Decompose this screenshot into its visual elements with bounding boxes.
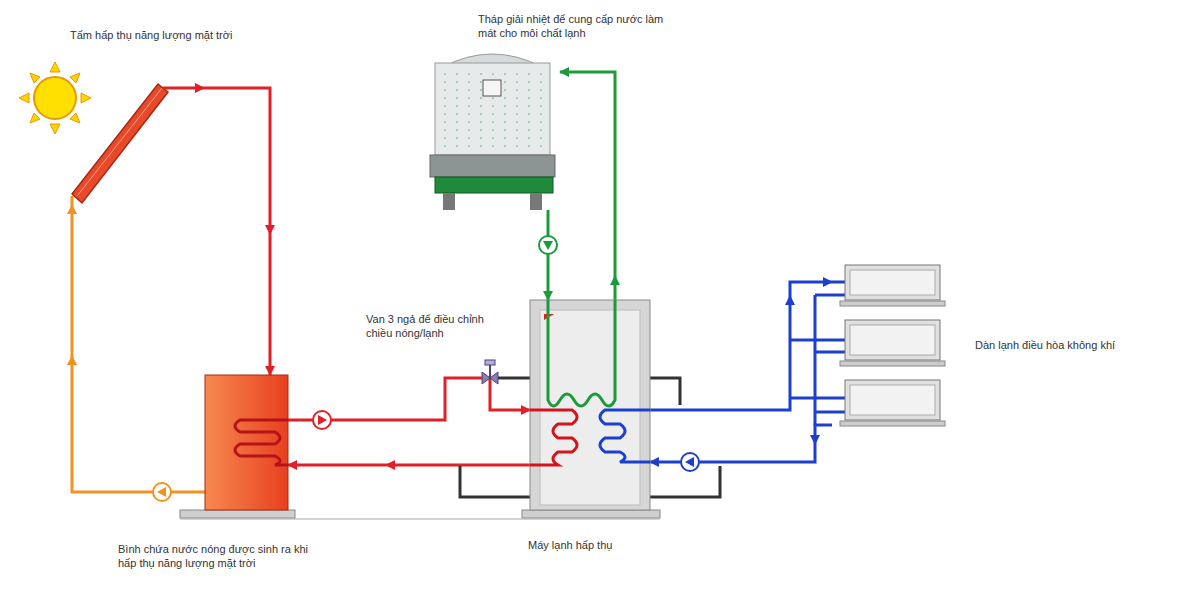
pump-symbol — [157, 487, 166, 497]
pump-symbol — [681, 453, 699, 471]
sun-icon — [19, 62, 91, 134]
return-branch — [815, 295, 845, 425]
pump-symbol — [685, 457, 694, 467]
fan-coil-grille — [850, 270, 935, 295]
heating-coil — [235, 420, 288, 465]
pump-symbol — [153, 483, 171, 501]
pump-symbol — [313, 411, 331, 429]
flow-arrow — [195, 83, 205, 93]
hot-water-tank: Bình chứa nước nóng được sinh ra khi hấp… — [205, 375, 288, 510]
pump-symbol — [539, 236, 557, 254]
fan-coil-grille — [850, 385, 935, 415]
water-pipe — [72, 205, 205, 492]
water-drop — [505, 73, 506, 149]
fan-coil-unit — [845, 320, 940, 360]
component-label: Máy lạnh hấp thụ — [528, 538, 612, 552]
tower-body — [435, 63, 550, 155]
water-drops — [445, 73, 541, 149]
cooling-tower-shape — [425, 45, 560, 210]
pipe-stub — [71, 196, 74, 205]
mounting-shelf — [840, 361, 945, 366]
tank-base — [180, 510, 295, 518]
fan-coil-unit — [845, 265, 940, 300]
pipe-stub — [163, 87, 170, 90]
water-drop — [457, 73, 458, 149]
solar-collector-shape — [70, 82, 170, 205]
tower-leg — [530, 193, 542, 210]
flow-arrow — [265, 225, 275, 235]
fan-coil-grille — [850, 325, 935, 355]
three-way-valve — [482, 360, 498, 384]
condenser-coil — [548, 300, 615, 406]
water-drop — [481, 73, 482, 149]
pump-symbol — [318, 415, 327, 425]
water-pipe — [560, 72, 615, 300]
absorption-chiller-shape — [530, 300, 650, 510]
chiller-panel — [540, 310, 640, 505]
tower-basin — [435, 177, 553, 193]
flow-arrow — [785, 295, 795, 305]
chiller-base — [522, 510, 660, 518]
generator-coil — [530, 410, 577, 465]
flow-arrow — [810, 435, 820, 445]
mounting-shelf — [840, 421, 945, 426]
flow-arrow — [67, 355, 77, 365]
fan-coil-unit — [845, 380, 940, 420]
component-label: Tháp giải nhiệt để cung cấp nước làm mát… — [478, 12, 683, 40]
absorption-chiller: Máy lạnh hấp thụ — [530, 300, 650, 510]
floor-line — [180, 519, 660, 520]
fan-coil-units-shape — [832, 262, 945, 432]
mounting-shelf — [840, 301, 945, 306]
tower-leg — [443, 193, 455, 210]
three-way-valve — [489, 364, 491, 378]
three-way-valve — [485, 360, 495, 365]
flow-arrow — [610, 275, 620, 285]
fan-coil-units: Dàn lạnh điều hòa không khí — [832, 262, 945, 432]
water-drop — [529, 73, 530, 149]
evaporator-coil — [600, 410, 650, 462]
sun-icon — [34, 77, 76, 119]
pump-symbol — [543, 241, 553, 250]
chiller-housing — [530, 300, 650, 510]
water-pipe — [650, 282, 832, 410]
flow-arrow — [385, 460, 395, 470]
collector-stripe — [77, 88, 162, 196]
valve-label: Van 3 ngả để điều chỉnh chiều nóng/lạnh — [366, 312, 501, 340]
water-pipe — [288, 464, 530, 467]
tower-window — [483, 80, 501, 96]
component-label: Bình chứa nước nóng được sinh ra khi hấp… — [118, 542, 323, 570]
cooling-tower: Tháp giải nhiệt để cung cấp nước làm mát… — [425, 45, 560, 210]
water-drop — [541, 73, 542, 149]
solar-collector: Tấm hấp thụ năng lượng mặt trời — [70, 82, 170, 205]
tower-band — [430, 155, 555, 177]
water-drop — [469, 73, 470, 149]
sun-icon — [19, 62, 91, 134]
component-label: Dàn lạnh điều hòa không khí — [975, 338, 1115, 352]
hot-water-tank-shape — [205, 375, 288, 510]
collector-plate — [72, 84, 168, 203]
component-label: Tấm hấp thụ năng lượng mặt trời — [70, 28, 232, 42]
water-pipe — [170, 88, 270, 375]
water-drop — [517, 73, 518, 149]
water-drop — [445, 73, 446, 149]
water-pipe — [650, 425, 832, 462]
tank-body — [205, 375, 288, 510]
supply-branch — [790, 282, 845, 398]
